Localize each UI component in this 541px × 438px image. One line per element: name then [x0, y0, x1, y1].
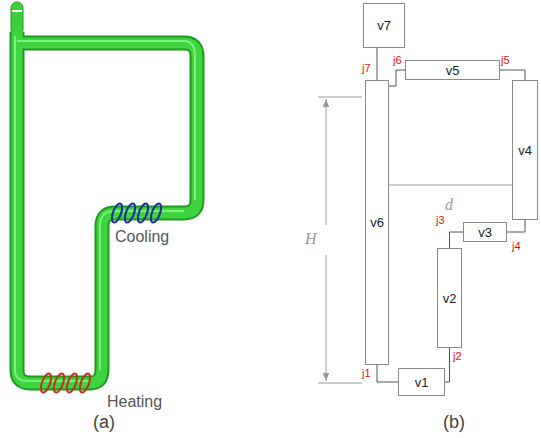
junction-wire: [445, 348, 450, 382]
junction-label: j5: [501, 54, 510, 66]
junction-label: j1: [362, 367, 371, 379]
expansion-vial: [11, 2, 23, 36]
volume-box: v1: [398, 368, 445, 396]
junction-label: j7: [362, 62, 371, 75]
dimension-label: H: [305, 230, 317, 247]
volume-name: v5: [446, 63, 460, 78]
volume-name: v6: [370, 215, 384, 230]
junction-label: j2: [453, 350, 462, 363]
volume-box: v4: [512, 80, 538, 220]
volume-name: v4: [518, 143, 532, 158]
junction-label: j4: [512, 240, 521, 253]
pipe-body: [17, 32, 197, 383]
junction-label: j3: [436, 214, 445, 227]
volume-box: v5: [405, 60, 500, 80]
heating-coil: [39, 372, 92, 394]
volume-box: v7: [363, 3, 405, 48]
panel-label: (a): [93, 412, 115, 432]
volume-box: v2: [437, 248, 462, 348]
dimension-label: d: [445, 196, 453, 213]
volume-box: v6: [365, 80, 389, 365]
panel-label: (b): [443, 412, 465, 432]
dimension-label: H: [305, 230, 317, 248]
pipe-loop: [11, 2, 197, 383]
cooling-coil: [110, 202, 163, 224]
junction-wire: [377, 48, 378, 80]
junction-wire: [389, 70, 405, 86]
callout-label: Heating: [107, 393, 162, 410]
junction-label: j4: [512, 240, 521, 252]
volume-name: v3: [478, 225, 492, 240]
junction-label: j7: [362, 62, 371, 74]
junction-label: j2: [453, 350, 462, 362]
pipe-outline: [17, 32, 197, 383]
panel-label: (b): [443, 412, 465, 433]
junction-label: j1: [362, 367, 371, 380]
callout-label: Cooling: [115, 228, 169, 245]
height-dimension: [318, 97, 362, 383]
junction-label: j3: [436, 214, 445, 226]
vial-mark: [12, 10, 22, 12]
volume-name: v7: [377, 18, 391, 33]
callout-label: Cooling: [115, 228, 169, 246]
junction-label: j6: [393, 54, 402, 66]
junction-wire: [507, 220, 525, 232]
junction-wire: [500, 70, 525, 80]
junction-wire: [450, 232, 464, 248]
pipe-highlight: [15, 36, 195, 381]
dimension-label: d: [445, 196, 453, 214]
callout-label: Heating: [107, 393, 162, 411]
panel-label: (a): [93, 412, 115, 433]
volume-box: v3: [463, 222, 507, 242]
volume-name: v2: [443, 291, 457, 306]
junction-label: j5: [501, 54, 510, 67]
junction-wire: [377, 365, 398, 382]
volume-name: v1: [415, 375, 429, 390]
junction-label: j6: [393, 54, 402, 67]
width-dimension: [378, 176, 525, 195]
